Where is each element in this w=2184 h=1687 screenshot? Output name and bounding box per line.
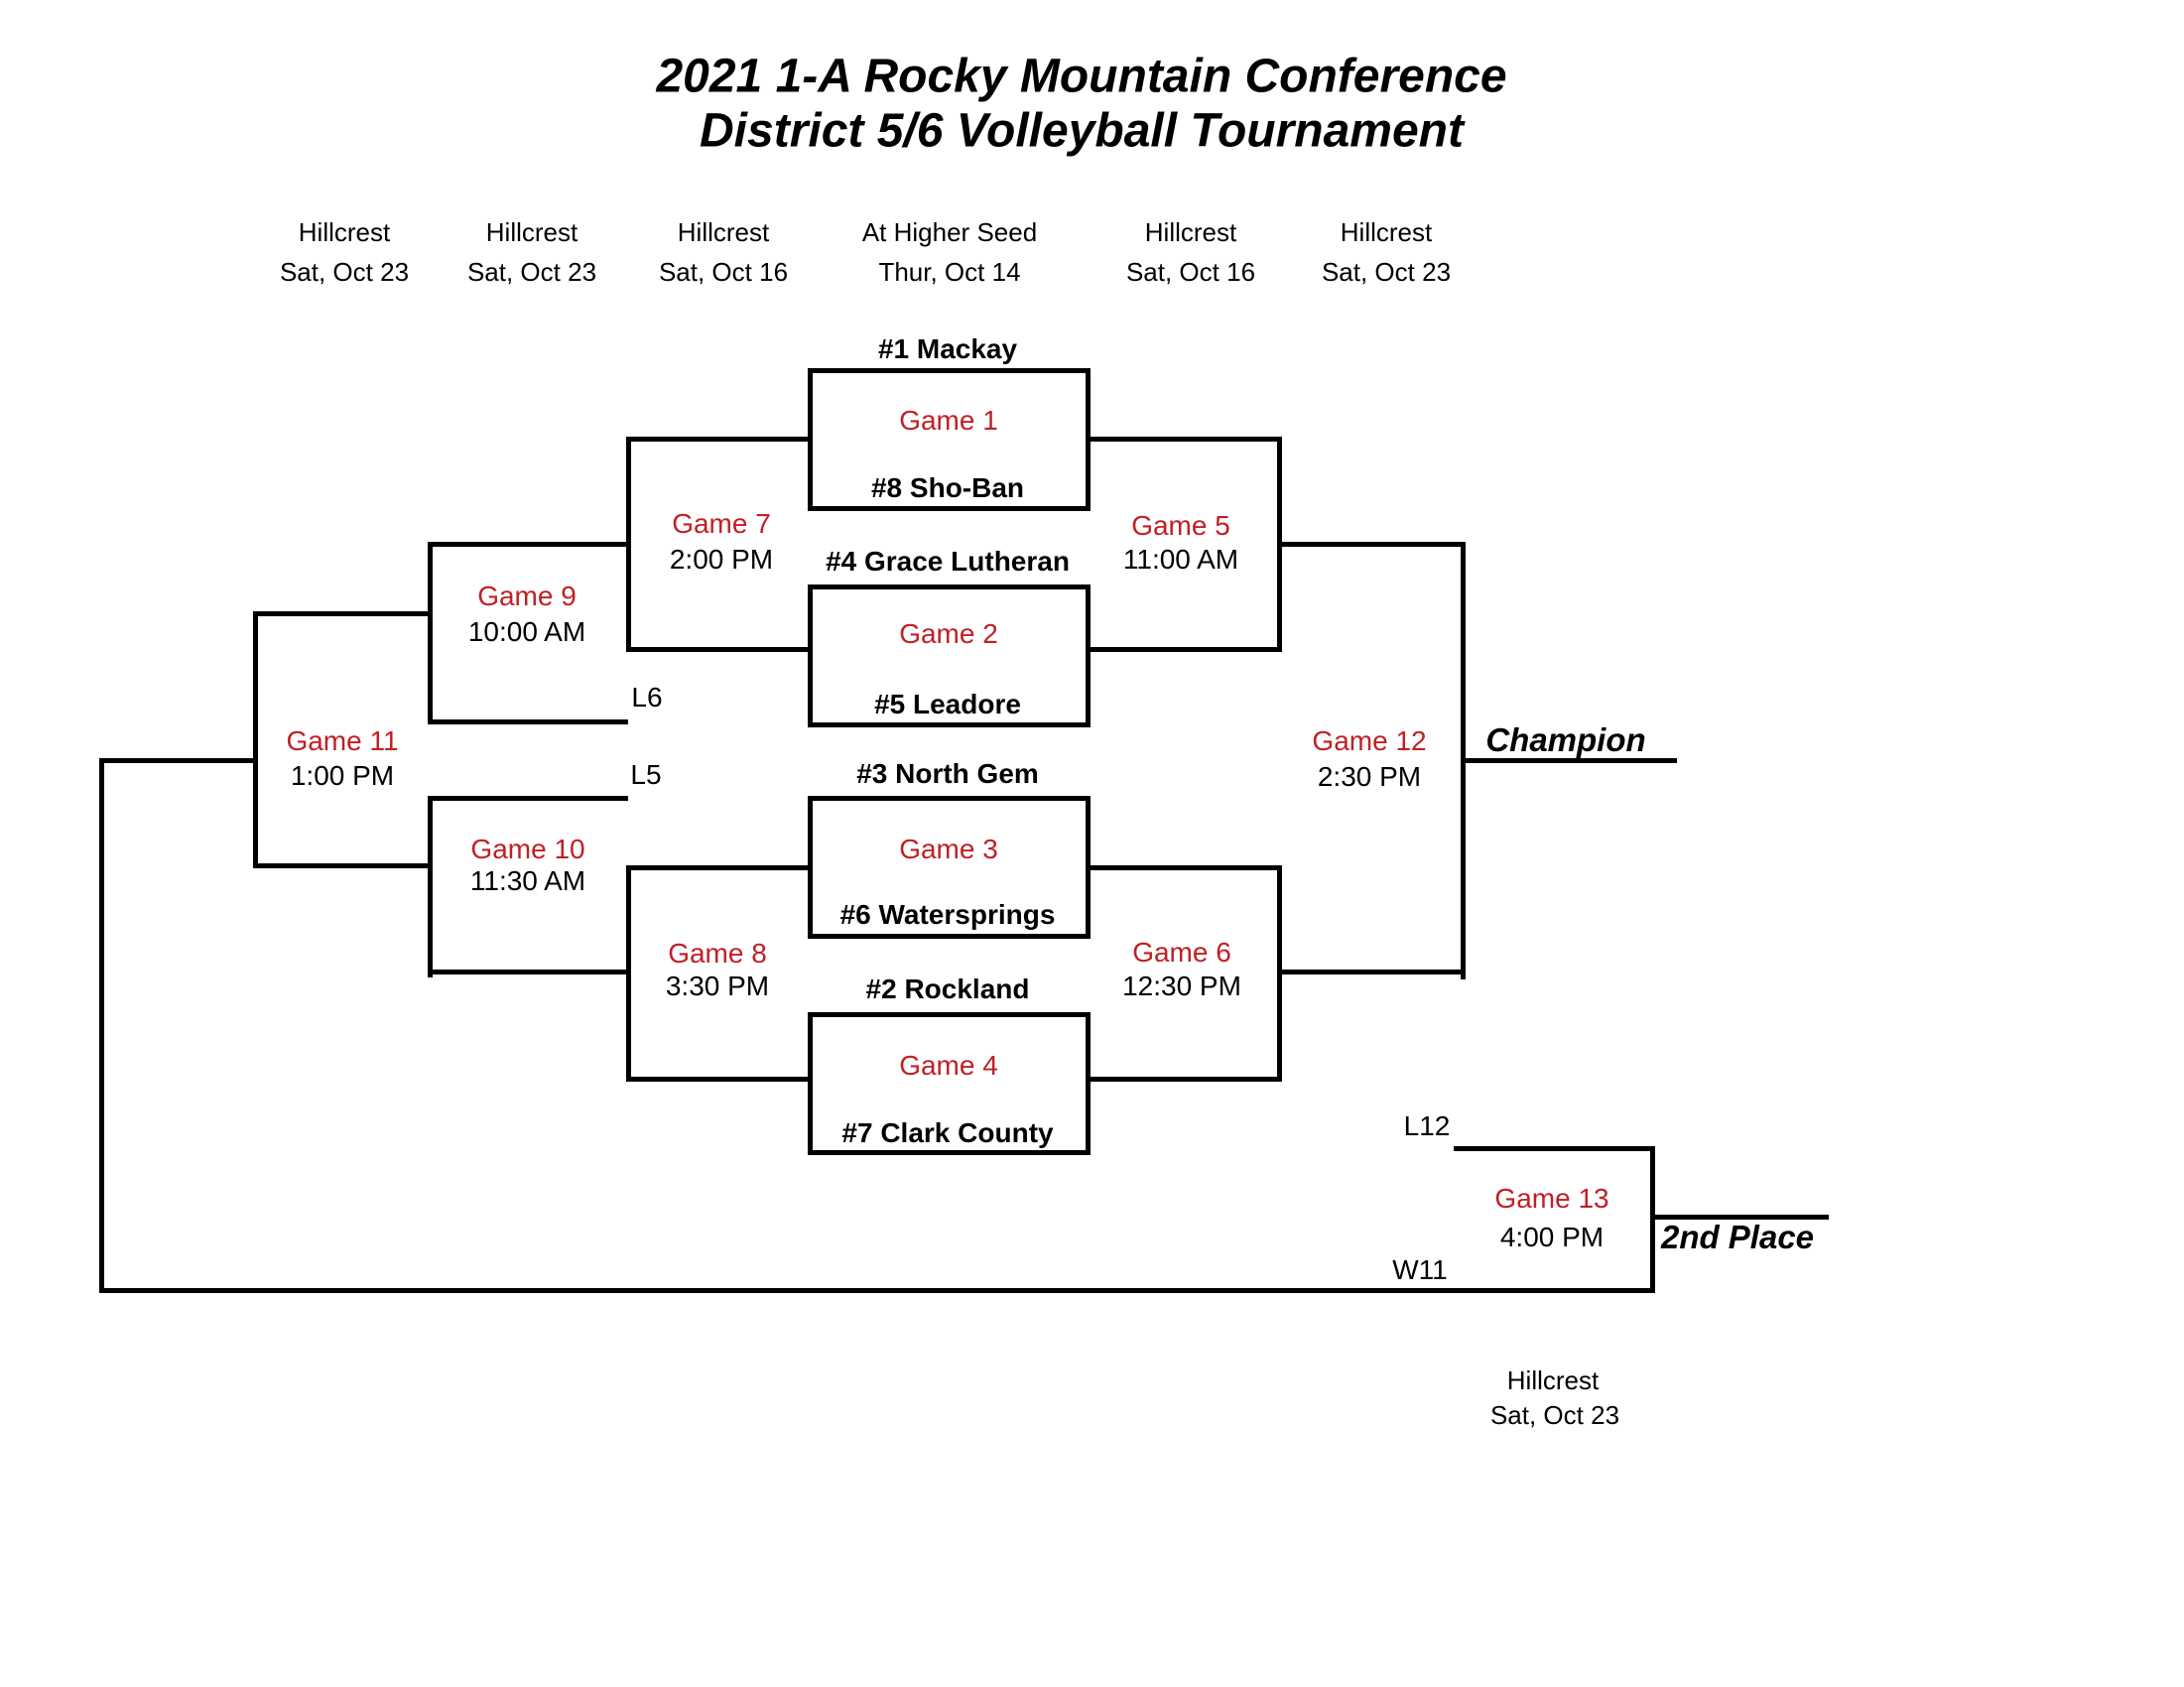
- column-4-venue-label: At Higher Seed: [861, 217, 1038, 248]
- l5-feeder-line: [430, 796, 628, 801]
- game12-time: 2:30 PM: [1317, 760, 1422, 792]
- game7-time: 2:00 PM: [669, 543, 774, 575]
- game2-left-connector-line: [626, 647, 808, 652]
- team-seed8-label: #8 Sho-Ban: [870, 471, 1025, 503]
- game9-winner-line: [255, 611, 430, 616]
- game11-time: 1:00 PM: [290, 759, 395, 791]
- game7-vertical-line: [626, 437, 631, 652]
- l6-feeder-line: [430, 719, 628, 724]
- game4-label: Game 4: [899, 1049, 998, 1081]
- game8-label: Game 8: [668, 937, 767, 969]
- winner-game11-feeder-label: W11: [1392, 1253, 1448, 1285]
- column-1-venue-label: Hillcrest: [298, 217, 391, 248]
- game10-vertical-line: [428, 796, 433, 977]
- game9-time: 10:00 AM: [467, 615, 586, 647]
- game11-vertical-line: [253, 611, 258, 868]
- column-5-venue-label: Hillcrest: [1144, 217, 1237, 248]
- team-seed2-label: #2 Rockland: [865, 973, 1030, 1004]
- game8-winner-line: [430, 970, 628, 974]
- game7-winner-line: [430, 542, 628, 547]
- column-6-date-label: Sat, Oct 23: [1321, 257, 1452, 288]
- page-title-line-1: 2021 1-A Rocky Mountain Conference: [656, 50, 1507, 103]
- loser-game6-feeder-label: L6: [631, 681, 663, 713]
- team-seed4-label: #4 Grace Lutheran: [826, 545, 1070, 577]
- game13-time: 4:00 PM: [1499, 1221, 1605, 1252]
- team-seed3-label: #3 North Gem: [856, 757, 1039, 789]
- game5-label: Game 5: [1131, 509, 1230, 541]
- game3-box: [808, 796, 1091, 939]
- game11-label: Game 11: [286, 724, 399, 756]
- game4-left-connector-line: [626, 1077, 808, 1082]
- champion-line: [1466, 758, 1677, 763]
- game2-label: Game 2: [899, 617, 998, 649]
- game1-box: [808, 368, 1091, 511]
- game11-winner-line: [101, 758, 255, 763]
- game3-right-connector-line: [1091, 865, 1282, 870]
- game1-left-connector-line: [626, 437, 808, 442]
- game6-time: 12:30 PM: [1122, 970, 1241, 1001]
- column-2-venue-label: Hillcrest: [485, 217, 578, 248]
- loser-game12-feeder-label: L12: [1403, 1109, 1451, 1141]
- game10-time: 11:30 AM: [469, 864, 586, 896]
- column-6-venue-label: Hillcrest: [1340, 217, 1433, 248]
- w11-drop-line: [99, 758, 104, 1293]
- game6-label: Game 6: [1132, 936, 1231, 968]
- footer-date-label: Sat, Oct 23: [1489, 1400, 1620, 1431]
- page-title-line-2: District 5/6 Volleyball Tournament: [700, 104, 1464, 158]
- game2-box: [808, 584, 1091, 727]
- second-place-label: 2nd Place: [1660, 1219, 1815, 1256]
- column-1-date-label: Sat, Oct 23: [279, 257, 410, 288]
- team-seed1-label: #1 Mackay: [877, 332, 1018, 364]
- game12-vertical-line: [1461, 542, 1466, 979]
- game13-label: Game 13: [1494, 1182, 1609, 1214]
- team-seed6-label: #6 Watersprings: [839, 898, 1056, 930]
- game5-winner-line: [1279, 542, 1463, 547]
- column-3-venue-label: Hillcrest: [677, 217, 770, 248]
- game1-label: Game 1: [899, 404, 998, 436]
- column-4-date-label: Thur, Oct 14: [878, 257, 1021, 288]
- game10-label: Game 10: [470, 833, 585, 864]
- game10-winner-line: [255, 863, 430, 868]
- game2-right-connector-line: [1091, 647, 1282, 652]
- column-3-date-label: Sat, Oct 16: [658, 257, 789, 288]
- loser-game5-feeder-label: L5: [630, 758, 662, 790]
- game9-vertical-line: [428, 542, 433, 724]
- team-seed7-label: #7 Clark County: [841, 1116, 1054, 1148]
- game8-time: 3:30 PM: [665, 970, 770, 1001]
- w11-feeder-line: [99, 1288, 1652, 1293]
- l12-feeder-line: [1454, 1146, 1652, 1151]
- game9-label: Game 9: [477, 580, 577, 611]
- game13-vertical-line: [1650, 1146, 1655, 1293]
- game4-box: [808, 1012, 1091, 1155]
- game7-label: Game 7: [672, 507, 771, 539]
- team-seed5-label: #5 Leadore: [874, 688, 1021, 719]
- game6-winner-line: [1279, 970, 1463, 974]
- game8-vertical-line: [626, 865, 631, 1082]
- second-place-line: [1652, 1215, 1829, 1220]
- game5-time: 11:00 AM: [1122, 543, 1239, 575]
- column-5-date-label: Sat, Oct 16: [1125, 257, 1256, 288]
- champion-label: Champion: [1485, 721, 1646, 759]
- column-2-date-label: Sat, Oct 23: [466, 257, 597, 288]
- game3-left-connector-line: [626, 865, 808, 870]
- game3-label: Game 3: [899, 833, 998, 864]
- game4-right-connector-line: [1091, 1077, 1282, 1082]
- game1-right-connector-line: [1091, 437, 1282, 442]
- footer-venue-label: Hillcrest: [1506, 1365, 1600, 1396]
- game12-label: Game 12: [1312, 724, 1427, 756]
